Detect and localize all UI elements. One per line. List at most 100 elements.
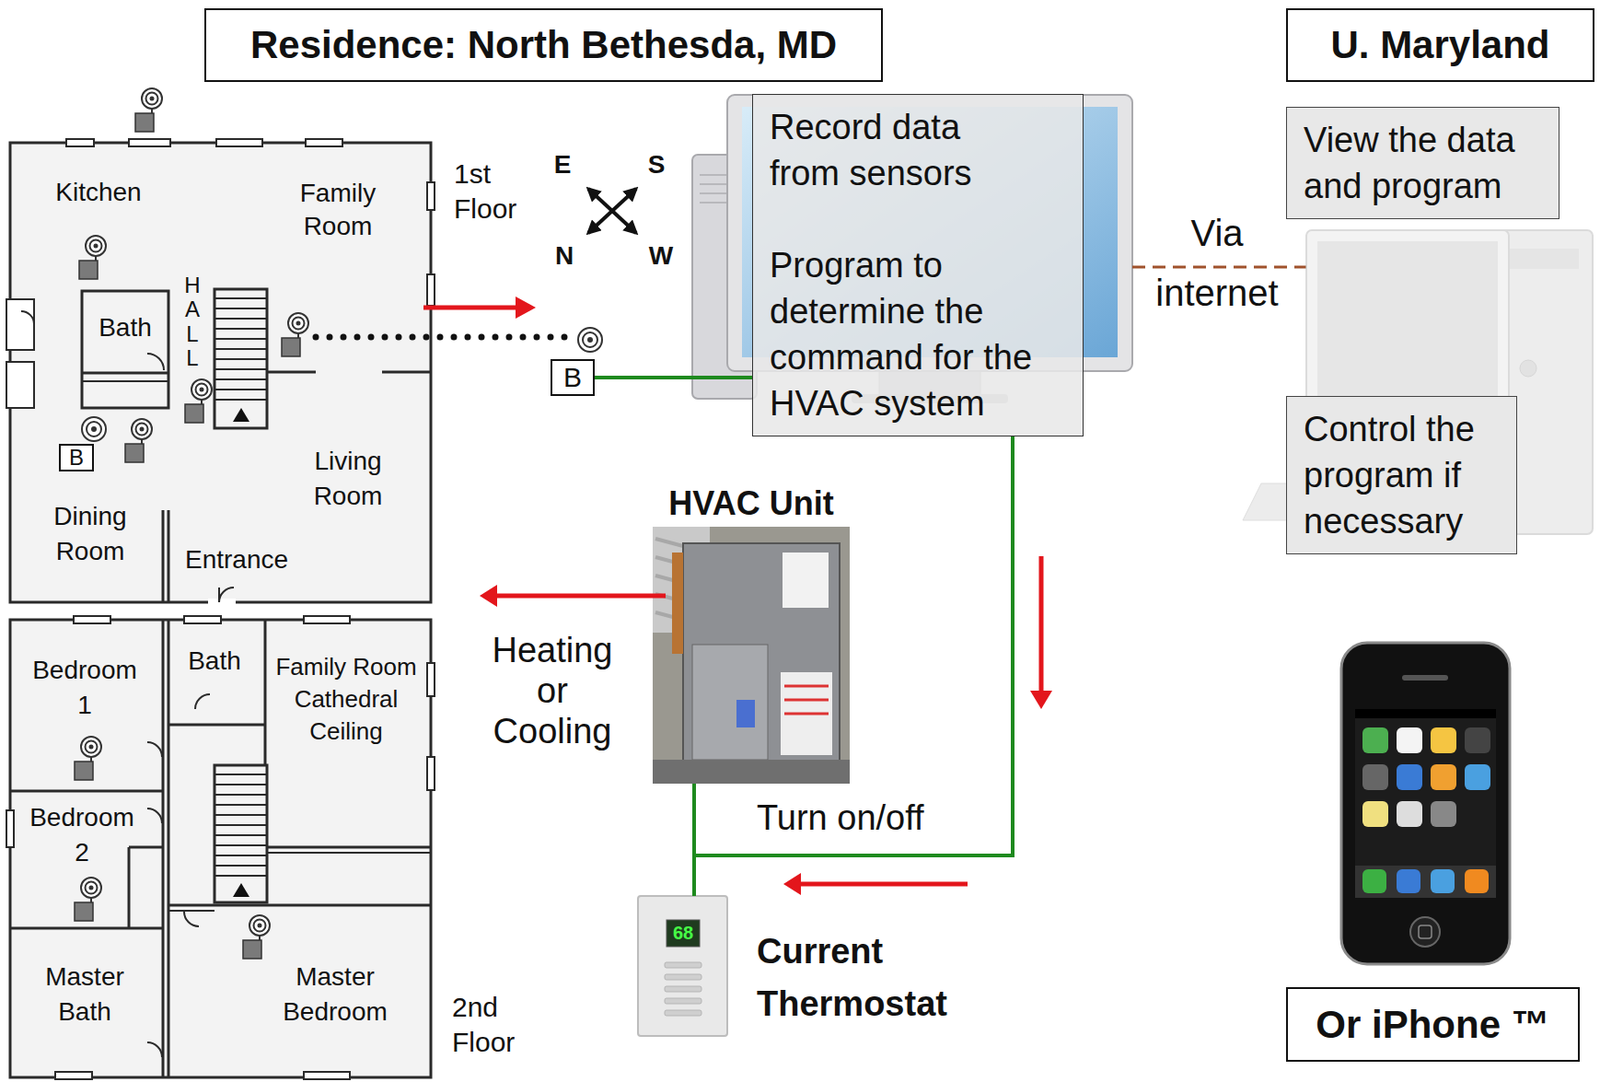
sensor-symbol xyxy=(185,379,212,423)
room-label: Living Room xyxy=(297,443,399,514)
iphone-picture xyxy=(1355,708,1496,719)
thermostat: 68Current Thermostat xyxy=(637,895,728,1036)
floor-plan xyxy=(81,380,169,383)
box-text: HVAC Unit xyxy=(652,484,850,523)
iphone-picture xyxy=(1396,764,1423,790)
hvac-picture xyxy=(692,644,768,760)
link-label: Via internet xyxy=(1143,203,1291,324)
iphone-picture xyxy=(1430,869,1455,893)
room-label: Family Room xyxy=(282,176,394,244)
compass xyxy=(588,188,637,233)
hvac-picture xyxy=(652,526,850,784)
hvac-unit: HVAC Unit xyxy=(652,526,850,784)
floor-plan xyxy=(167,510,171,603)
box-text: U. Maryland xyxy=(1330,23,1550,68)
floor-plan xyxy=(6,615,435,1079)
iphone-picture xyxy=(1464,764,1491,790)
thermostat-picture xyxy=(664,1009,702,1016)
room-label: Bath xyxy=(97,311,153,345)
compass-letter: W xyxy=(647,241,675,271)
iphone-picture xyxy=(1362,764,1389,790)
thermostat-picture xyxy=(664,973,702,980)
floor-plan xyxy=(214,289,267,429)
flow-arrow xyxy=(799,881,968,887)
thermostat-picture xyxy=(664,985,702,992)
room-label: Entrance xyxy=(172,543,302,577)
thermostat-picture xyxy=(664,962,702,968)
iphone-picture xyxy=(1418,925,1432,939)
floor-plan xyxy=(214,298,267,400)
box-text: 68 xyxy=(666,919,700,947)
floor-plan xyxy=(168,723,266,727)
floor-plan xyxy=(168,909,215,912)
iphone-picture xyxy=(1396,727,1423,754)
floor-plan xyxy=(162,510,165,603)
compass-letter: S xyxy=(642,150,671,180)
iphone-picture xyxy=(1355,708,1496,898)
iphone-picture xyxy=(1362,727,1389,754)
room-label: Bedroom 1 xyxy=(24,652,145,723)
floor-label: 1st Floor xyxy=(453,156,533,227)
iphone-picture xyxy=(1341,642,1510,964)
box-text: B xyxy=(69,444,84,471)
flow-arrow xyxy=(515,296,536,319)
box-text: View the data and program xyxy=(1303,116,1543,209)
institution-box: U. Maryland xyxy=(1286,8,1595,82)
floor-plan xyxy=(427,182,435,210)
floor-plan xyxy=(81,290,169,408)
internet-link xyxy=(1132,266,1307,269)
flow-arrow xyxy=(1030,690,1053,709)
sensor-symbol xyxy=(74,736,102,780)
floor-plan xyxy=(303,615,350,624)
floor-plan xyxy=(208,598,236,606)
iphone-picture xyxy=(1402,674,1449,681)
process-box: Record data from sensorsProgram to deter… xyxy=(752,93,1084,437)
box-subtext: Program to determine the command for the… xyxy=(769,242,1067,427)
floor-plan xyxy=(147,808,163,824)
floor-plan xyxy=(128,846,163,849)
floor-label: 2nd Floor xyxy=(452,989,531,1060)
floor-plan xyxy=(184,615,221,624)
floor-plan xyxy=(266,851,431,854)
desktop-computer xyxy=(1519,359,1537,377)
flow-arrow xyxy=(783,872,801,895)
iphone-picture xyxy=(1430,800,1457,827)
compass-letter: N xyxy=(550,241,579,271)
thermostat-picture xyxy=(664,997,702,1004)
floor-plan xyxy=(147,1042,163,1057)
floor-plan xyxy=(214,765,267,903)
floor-plan xyxy=(195,694,210,709)
iphone-picture xyxy=(1430,764,1457,790)
iphone-picture xyxy=(1396,800,1423,827)
floor-plan xyxy=(167,619,171,1078)
room-label: Kitchen xyxy=(43,175,154,209)
floor-plan xyxy=(219,587,234,603)
floor-plan xyxy=(6,361,35,408)
floor-plan xyxy=(147,353,164,371)
box-text: Control the program if necessary xyxy=(1303,405,1500,545)
floor-plan xyxy=(305,139,343,147)
iphone-picture xyxy=(1396,869,1421,893)
floor-plan xyxy=(382,371,431,374)
compass xyxy=(588,210,613,233)
floor-plan xyxy=(184,911,199,927)
hvac-picture xyxy=(672,552,684,654)
floor-plan xyxy=(232,407,250,422)
flow-arrow xyxy=(1039,556,1044,693)
hvac-picture xyxy=(736,699,755,728)
thermostat-picture xyxy=(666,919,700,947)
room-label: HALL xyxy=(181,273,204,372)
flow-arrow xyxy=(423,305,518,311)
box-text: Record data from sensors xyxy=(769,104,1009,197)
box-text: Or iPhone ™ xyxy=(1315,1002,1550,1047)
hvac-picture xyxy=(782,552,829,608)
iphone-picture xyxy=(1355,865,1496,898)
floor-plan xyxy=(427,274,435,306)
sensor-symbol xyxy=(135,88,163,132)
hvac-picture xyxy=(683,543,840,765)
floor-plan xyxy=(168,904,431,907)
sensor-symbol xyxy=(125,418,152,463)
hvac-picture xyxy=(784,685,829,714)
thermostat-picture xyxy=(637,895,728,1036)
